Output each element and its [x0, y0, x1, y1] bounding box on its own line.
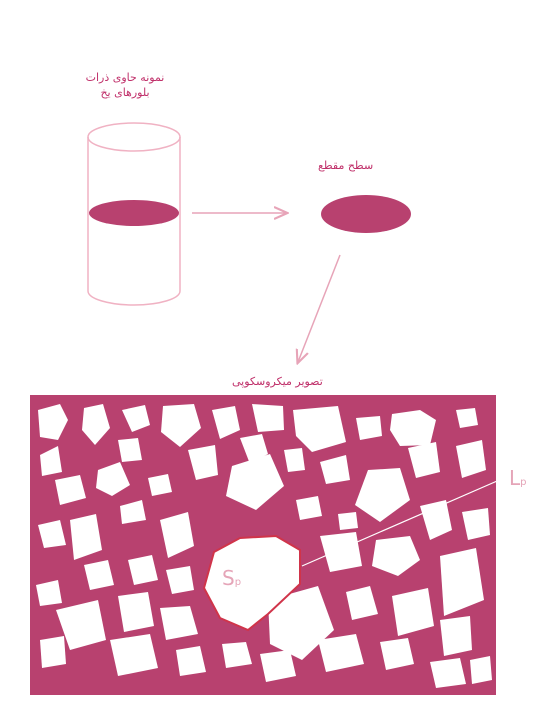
- microscope-image-label: تصویر میکروسکوپی: [232, 374, 323, 389]
- crystal: [118, 592, 154, 632]
- crystal: [148, 474, 172, 496]
- crystal: [430, 658, 466, 688]
- cylinder-cross-section: [89, 200, 179, 226]
- crystal: [440, 616, 472, 656]
- arrow-to-microscope: [298, 255, 340, 362]
- cut-surface-label: سطح مقطع: [318, 158, 373, 173]
- sample-label-line1: نمونه حاوی ذرات: [70, 70, 180, 85]
- sp-label-main: S: [222, 566, 235, 590]
- crystal: [470, 656, 492, 684]
- lp-label-sub: p: [520, 477, 526, 488]
- crystal: [338, 512, 358, 530]
- crystal: [40, 636, 66, 668]
- crystal: [356, 416, 382, 440]
- sample-label: نمونه حاوی ذرات بلورهای یخ: [70, 70, 180, 100]
- sp-label-sub: p: [235, 577, 241, 588]
- crystal: [118, 438, 142, 462]
- crystal: [296, 496, 322, 520]
- lp-label-main: L: [509, 466, 520, 490]
- lp-label: Lp: [509, 466, 527, 490]
- sp-label: Sp: [222, 566, 241, 590]
- cut-surface-ellipse: [321, 195, 411, 233]
- sample-label-line2: بلورهای یخ: [70, 85, 180, 100]
